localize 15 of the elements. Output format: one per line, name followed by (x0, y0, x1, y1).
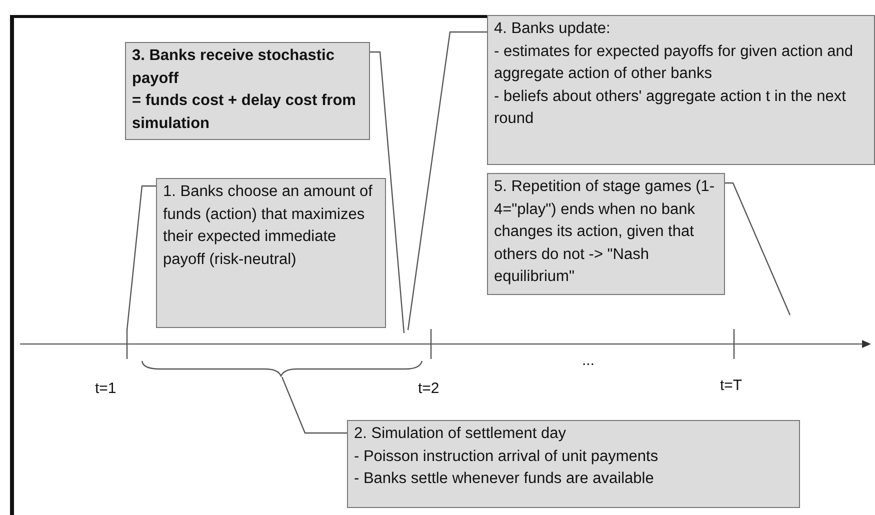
text-box: 4. Banks update: - estimates for expected payoffs for given action and aggregate action of other banks - beliefs about others' aggregate action t in the next round (487, 15, 875, 165)
time-label: t=1 (95, 380, 116, 397)
time-label: t=2 (418, 380, 440, 397)
time-label: t=T (720, 377, 742, 394)
leader-line (725, 182, 791, 316)
leader-line (370, 51, 405, 334)
text-box: 5. Repetition of stage games (1-4="play") ends when no bank changes its action, given that others do not -> "Nash equilibrium" (487, 173, 725, 295)
ellipsis: ... (582, 352, 595, 369)
text-box: 2. Simulation of settlement day - Poisson instruction arrival of unit payments - Banks settle whenever funds are available (347, 420, 800, 508)
leader-line (407, 31, 487, 330)
leader-line (281, 376, 347, 434)
brace (141, 360, 423, 377)
text-box: 3. Banks receive stochastic payoff = funds cost + delay cost from simulation (125, 42, 370, 140)
text-box: 1. Banks choose an amount of funds (action) that maximizes their expected immediate payoff (risk-neutral) (156, 178, 386, 328)
leader-line (126, 185, 156, 330)
